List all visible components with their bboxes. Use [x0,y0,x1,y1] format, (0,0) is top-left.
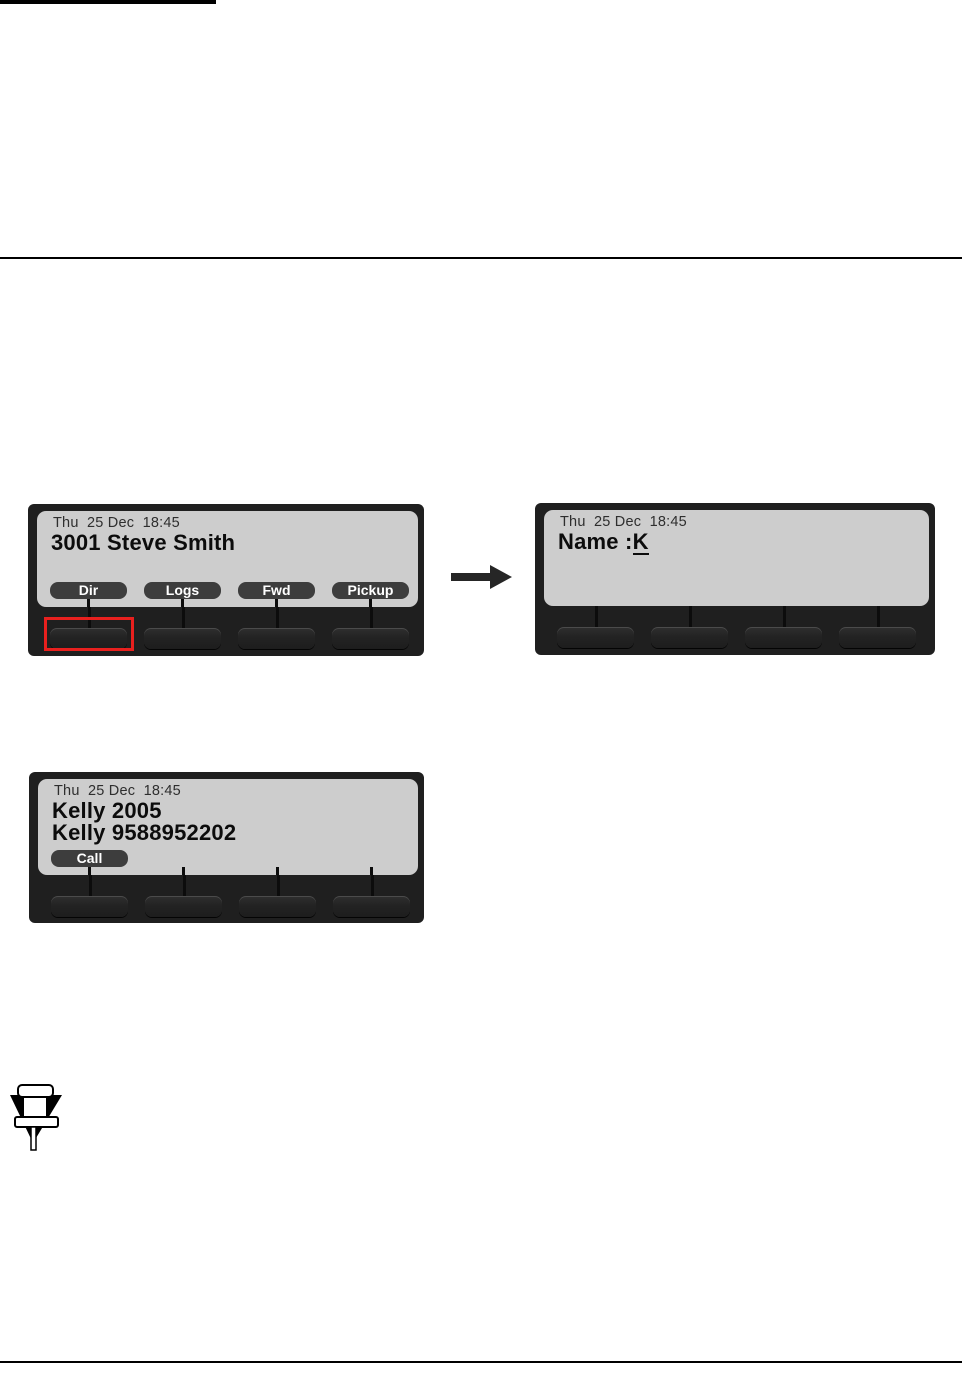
softkey-connector [275,599,278,607]
softkey-label-call: Call [51,850,128,867]
softkey-button-3 [238,628,315,649]
lcd-date: Thu 25 Dec 18:45 [560,514,687,530]
phone-figure-name-entry: Thu 25 Dec 18:45 Name :K [535,503,935,655]
lcd-line: Kelly 9588952202 [52,819,237,845]
key-connector [89,875,92,897]
softkey-button-2 [145,896,222,917]
lcd-date: Thu 25 Dec 18:45 [54,783,181,799]
lcd-line: Name :K [558,531,929,555]
phone-figure-result: Thu 25 Dec 18:45 Kelly 2005 Kelly 958895… [29,772,424,923]
lcd-line: 3001 Steve Smith [51,530,236,555]
softkey-button-1 [51,896,128,917]
highlight-box [44,617,134,651]
softkey-label-dir: Dir [50,582,127,599]
softkey-connector [88,867,91,875]
lcd-display: Thu 25 Dec 18:45 3001 Steve Smith Dir Lo… [37,511,418,607]
key-connector [276,607,279,629]
entry-cursor: K [632,529,649,555]
key-connector [183,875,186,897]
softkey-label-fwd: Fwd [238,582,315,599]
note-pushpin-icon [10,1084,62,1151]
softkey-label-pickup: Pickup [332,582,409,599]
key-connector [783,606,786,628]
softkey-connector [182,867,185,875]
lcd-display: Thu 25 Dec 18:45 Name :K [544,510,929,606]
softkey-label-logs: Logs [144,582,221,599]
arrow-right-icon [451,565,512,589]
softkey-button-1 [557,627,634,648]
key-connector [689,606,692,628]
softkey-connector [369,599,372,607]
key-connector [370,607,373,629]
softkey-button-4 [332,628,409,649]
top-heading-underline [0,0,216,4]
key-connector [182,607,185,629]
phone-figure-idle: Thu 25 Dec 18:45 3001 Steve Smith Dir Lo… [28,504,424,656]
lcd-display: Thu 25 Dec 18:45 Kelly 2005 Kelly 958895… [38,779,418,875]
softkey-button-2 [651,627,728,648]
softkey-connector [276,867,279,875]
key-connector [277,875,280,897]
header-rule [0,257,962,259]
softkey-button-4 [839,627,916,648]
softkey-connector [87,599,90,607]
softkey-connector [181,599,184,607]
footer-rule [0,1361,962,1363]
key-connector [595,606,598,628]
softkey-button-3 [745,627,822,648]
key-connector [877,606,880,628]
softkey-button-1 [50,628,127,649]
softkey-connector [370,867,373,875]
key-connector [371,875,374,897]
lcd-date: Thu 25 Dec 18:45 [53,515,180,531]
softkey-button-4 [333,896,410,917]
softkey-button-2 [144,628,221,649]
lcd-line: Kelly 2005 [52,798,162,823]
entry-label: Name : [558,529,633,554]
softkey-button-3 [239,896,316,917]
